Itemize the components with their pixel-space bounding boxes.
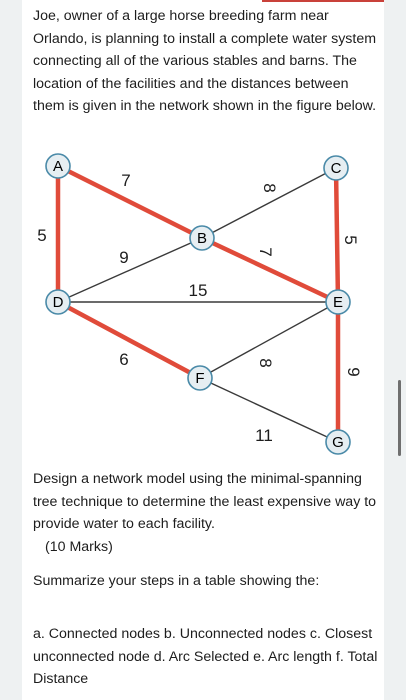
edge-label-a-b: 7 <box>121 171 130 190</box>
node-label-f: F <box>195 370 204 387</box>
node-label-a: A <box>53 158 63 175</box>
edge-f-e <box>199 301 339 379</box>
edge-label-f-g: 11 <box>255 426 273 445</box>
edge-label-d-f: 6 <box>119 350 128 369</box>
node-label-d: D <box>53 294 64 311</box>
task-description: Design a network model using the minimal… <box>33 471 377 532</box>
edge-b-d <box>57 237 203 303</box>
scrollbar-thumb[interactable] <box>398 380 401 456</box>
node-g: G <box>325 429 351 455</box>
edge-label-b-d: 9 <box>119 248 128 267</box>
node-a: A <box>45 153 71 179</box>
node-c: C <box>323 155 349 181</box>
task-marks: (10 Marks) <box>45 538 113 555</box>
edge-d-f <box>55 299 203 381</box>
task-text: Design a network model using the minimal… <box>33 468 378 558</box>
node-e: E <box>325 289 351 315</box>
edge-f-g <box>199 377 339 443</box>
edge-label-c-e: 5 <box>341 235 360 244</box>
edge-label-b-e: 7 <box>256 247 275 256</box>
node-d: D <box>45 289 71 315</box>
node-label-e: E <box>333 294 343 311</box>
node-label-c: C <box>331 160 342 177</box>
edge-label-b-c: 8 <box>260 183 279 192</box>
edge-label-d-e: 15 <box>189 281 208 300</box>
problem-intro: Joe, owner of a large horse breeding far… <box>33 8 377 114</box>
edge-b-c <box>201 167 337 239</box>
content-card <box>22 0 384 700</box>
node-b: B <box>189 225 215 251</box>
node-label-g: G <box>332 434 344 451</box>
edge-c-e <box>333 165 341 305</box>
node-label-b: B <box>197 230 207 247</box>
edge-a-b <box>55 163 205 241</box>
summary-prompt: Summarize your steps in a table showing … <box>33 573 320 589</box>
node-f: F <box>187 365 213 391</box>
edge-label-f-e: 8 <box>256 358 275 367</box>
network-diagram: 7 5 8 9 7 15 5 6 8 9 11 A B C D E F G <box>37 153 363 455</box>
top-divider <box>262 0 384 2</box>
edge-label-a-d: 5 <box>37 226 46 245</box>
edge-label-e-g: 9 <box>344 367 363 376</box>
edge-b-e <box>199 235 341 305</box>
columns-list: a. Connected nodes b. Unconnected nodes … <box>33 626 378 687</box>
